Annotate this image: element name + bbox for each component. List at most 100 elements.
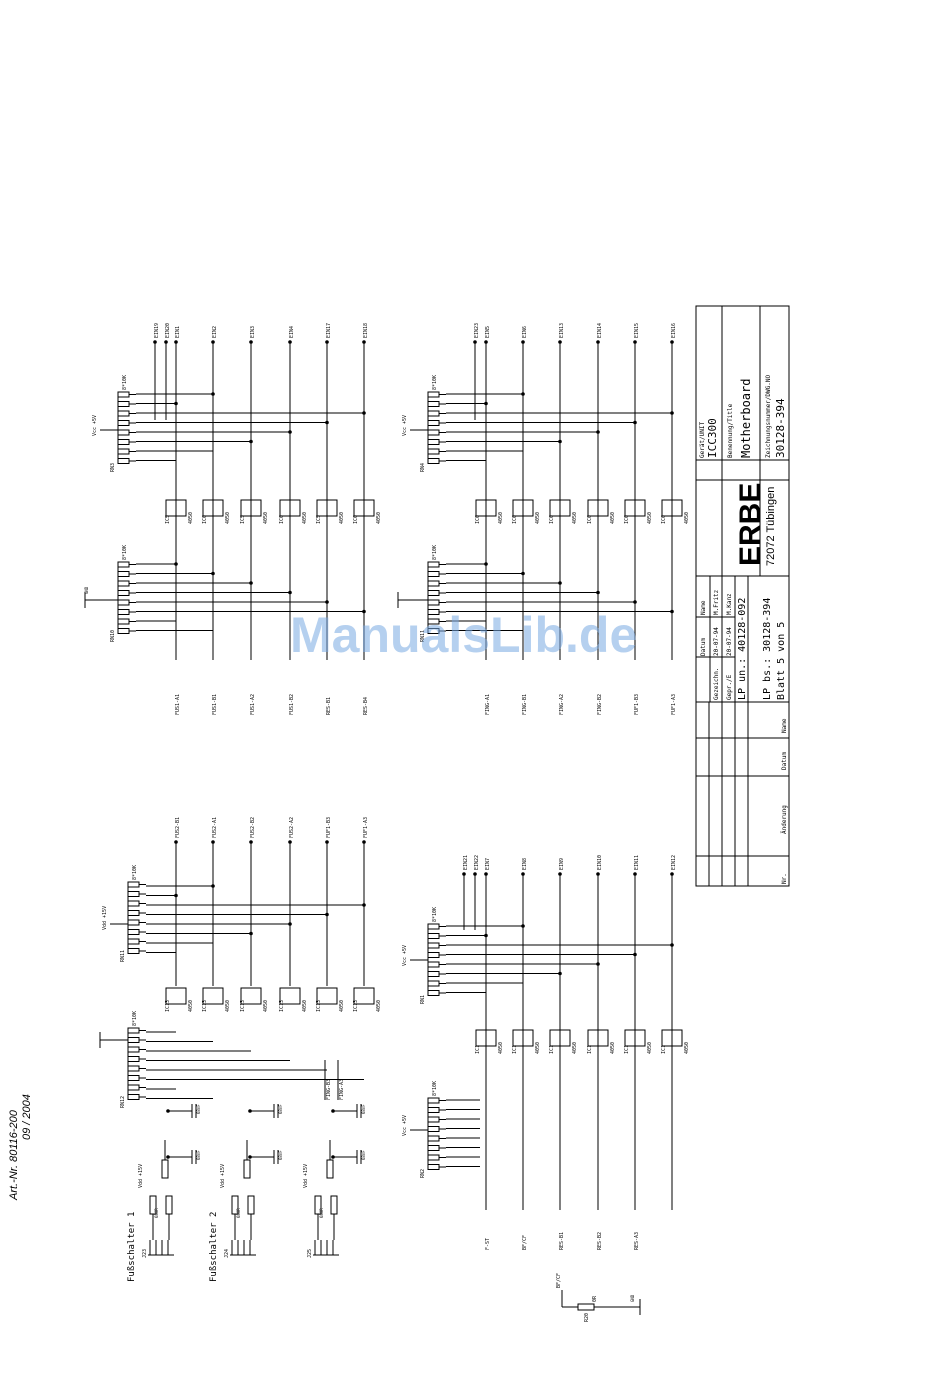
output-label-tl-2: FUS1-A2 (250, 694, 256, 715)
network-resistor (127, 1037, 140, 1043)
rn3-value: 8*10K (122, 375, 128, 390)
network-resistor (427, 590, 440, 596)
input-label-tl-3: EIN2 (212, 326, 218, 338)
network-resistor (427, 1107, 440, 1113)
network-resistor (117, 410, 130, 417)
network-resistor (427, 391, 440, 398)
buffer-br-3-type: 4050 (610, 1042, 616, 1054)
cap-value-a-0: 68nF (196, 1150, 201, 1160)
junction-dot (558, 581, 562, 585)
junction-dot (325, 912, 329, 917)
input-label-br-0: EIN21 (463, 855, 469, 870)
network-resistor (127, 1027, 140, 1034)
network-resistor (427, 923, 440, 930)
input-label-tr-6: EIN16 (671, 323, 677, 338)
buffer-br-0-label: IC1 (475, 1045, 481, 1054)
output-label-br-0: F-ST (485, 1238, 491, 1250)
rn4-label: RN4 (420, 463, 426, 472)
buffer-br-4-type: 4050 (647, 1042, 653, 1054)
buffer-tr-0-label: IC6 (475, 515, 481, 524)
connector-j24: J24 (224, 1249, 230, 1258)
buffer-tr-2 (549, 499, 571, 517)
junction-dot (211, 884, 215, 888)
junction-dot (670, 411, 674, 415)
title-block: Gerät/UNIT ICC300 Benennung/Title Mother… (695, 305, 790, 887)
network-resistor (427, 990, 440, 996)
cap-value-b-0: 68nF (196, 1104, 201, 1114)
output-label-bl-3: FUS2-A2 (289, 817, 295, 838)
junction-dot (596, 962, 600, 966)
junction-dot (558, 872, 562, 876)
buffer-tl-2-type: 4050 (263, 512, 269, 524)
junction-dot (331, 1109, 335, 1113)
junction-dot (362, 411, 366, 415)
buffer-tr-1-label: IC6 (512, 515, 518, 524)
network-resistor (427, 1097, 440, 1104)
junction-dot (174, 893, 178, 898)
tb-row2-name: M.Kanz (726, 593, 733, 615)
cap-value-a-1: 68nF (278, 1150, 283, 1160)
output-label-br-1: BF/CF (522, 1235, 528, 1250)
vcc-label-br2: Vcc +5V (402, 1115, 408, 1136)
tb-company-logo: ERBE (734, 483, 767, 566)
network-resistor (117, 458, 130, 464)
network-resistor (427, 942, 440, 949)
tb-chg-datum: Datum (781, 752, 788, 770)
rn2-label: RN2 (420, 1169, 426, 1178)
junction-dot (211, 340, 215, 344)
network-resistor (427, 980, 440, 987)
vcc-label-br: Vcc +5V (402, 945, 408, 966)
buffer-br-2-type: 4050 (572, 1042, 578, 1054)
rn10 (117, 561, 136, 634)
article-number-text: Art.-Nr. 80116-200 (8, 1110, 20, 1200)
network-resistor (427, 971, 440, 977)
buffer-br-0 (475, 1029, 497, 1047)
junction-dot (558, 971, 562, 976)
output-label-br-2: RES-B1 (559, 1232, 565, 1250)
network-resistor (117, 420, 130, 426)
output-label-tl-4: RES-B1 (326, 697, 332, 715)
rn2 (427, 1097, 446, 1170)
buffer-bl-1-type: 4050 (225, 1000, 231, 1012)
junction-dot (484, 933, 488, 938)
buffer-tr-0-type: 4050 (498, 512, 504, 524)
buffer-bl-0 (165, 987, 187, 1005)
junction-dot (211, 571, 215, 576)
vdd-label-bl: Vdd +15V (102, 906, 108, 930)
tb-zeichnung-label: Zeichnungsnummer/DWG.NO (765, 375, 772, 458)
output-label-tl-0: FUS1-A1 (175, 694, 181, 715)
network-resistor (427, 1135, 440, 1142)
network-resistor (127, 948, 140, 954)
input-label-tr-5: EIN15 (634, 323, 640, 338)
tb-lp-bs: LP bs.: 30128-394 (762, 598, 773, 700)
junction-dot (558, 340, 562, 344)
network-resistor (117, 628, 130, 634)
buffer-bl-5-type: 4050 (376, 1000, 382, 1012)
network-resistor (117, 439, 130, 445)
input-label-tl-0: EIN19 (154, 323, 160, 338)
tb-col-name: Name (700, 600, 707, 615)
buffer-tl-5 (353, 499, 375, 517)
buffer-br-1 (512, 1029, 534, 1047)
network-resistor (117, 599, 130, 606)
buffer-tl-4 (316, 499, 338, 517)
resistor (243, 1159, 251, 1179)
buffer-tr-2-label: IC6 (549, 515, 555, 524)
vdd-label-fs-2: Vdd +15V (303, 1164, 309, 1188)
network-resistor (427, 429, 440, 436)
r20-label: R20 (584, 1313, 590, 1322)
junction-dot (249, 439, 253, 444)
buffer-tl-1-type: 4050 (225, 512, 231, 524)
junction-dot (288, 340, 292, 344)
output-label-br-4: RES-A3 (634, 1232, 640, 1250)
tb-benennung: Motherboard (739, 379, 753, 458)
buffer-tl-4-type: 4050 (339, 512, 345, 524)
junction-dot (521, 872, 525, 876)
network-resistor (117, 590, 130, 596)
network-resistor (427, 961, 440, 968)
buffer-tr-1 (512, 499, 534, 517)
network-resistor (427, 571, 440, 577)
resistor-value-fs-1: 680R (236, 1208, 241, 1218)
tb-city: 72072 Tübingen (765, 487, 777, 566)
network-resistor (117, 571, 130, 577)
